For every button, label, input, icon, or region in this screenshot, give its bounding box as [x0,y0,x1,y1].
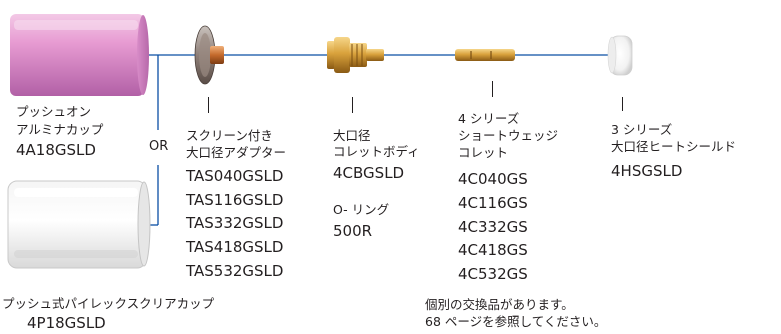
replacement-note-line-2: 68 ページを参照してください。 [425,314,607,329]
heat-shield-label-line-2: 大口径ヒートシールド [611,139,737,154]
alumina-cup-image [10,14,149,96]
wedge-collet-label-line-3: コレット [458,145,509,160]
pushon-cup-part-number: 4A18GSLD [16,141,96,159]
collet-body-image [327,37,384,73]
wedge-collet-part-number: 4C332GS [458,218,528,236]
heat-shield-label-line-1: 3 シリーズ [611,122,673,137]
wedge-collet-label-line-2: ショートウェッジ [458,128,559,143]
screen-adapter-part-number: TAS418GSLD [186,238,284,256]
pushon-cup-label-line-2: アルミナカップ [16,122,104,137]
wedge-collet-part-number: 4C040GS [458,170,528,188]
collet-body-label-line-1: 大口径 [333,128,371,143]
pyrex-cup-image [7,180,151,269]
oring-part-number: 500R [333,222,373,240]
oring-label: O- リング [333,202,390,217]
screen-adapter-image [194,25,224,85]
wedge-collet-part-number: 4C532GS [458,265,528,283]
wedge-collet-part-number: 4C116GS [458,194,528,212]
wedge-collet-part-number: 4C418GS [458,241,528,259]
heat-shield-tick [622,97,623,111]
or-label: OR [149,139,169,154]
pushon-cup-label-line-1: プッシュオン [16,104,92,119]
collet-body-part-number: 4CBGSLD [333,164,405,182]
screen-adapter-label-line-1: スクリーン付き [186,128,273,143]
heat-shield-image [607,35,633,76]
collet-body-label-line-2: コレットボディ [333,144,420,159]
screen-adapter-part-number: TAS532GSLD [186,262,284,280]
pyrex-cup-label: プッシュ式パイレックスクリアカップ [2,296,215,311]
screen-adapter-tick [208,97,209,113]
wedge-collet-tick [492,81,493,97]
collet-body-tick [352,97,353,113]
wedge-collet-label-line-1: 4 シリーズ [458,111,520,126]
replacement-note-line-1: 個別の交換品があります。 [425,297,574,312]
heat-shield-part-number: 4HSGSLD [611,162,683,180]
screen-adapter-part-number: TAS332GSLD [186,214,284,232]
wedge-collet-image [455,49,515,61]
pyrex-cup-part-number: 4P18GSLD [27,314,106,332]
screen-adapter-part-number: TAS116GSLD [186,191,284,209]
screen-adapter-part-number: TAS040GSLD [186,167,284,185]
screen-adapter-label-line-2: 大口径アダプター [186,145,287,160]
